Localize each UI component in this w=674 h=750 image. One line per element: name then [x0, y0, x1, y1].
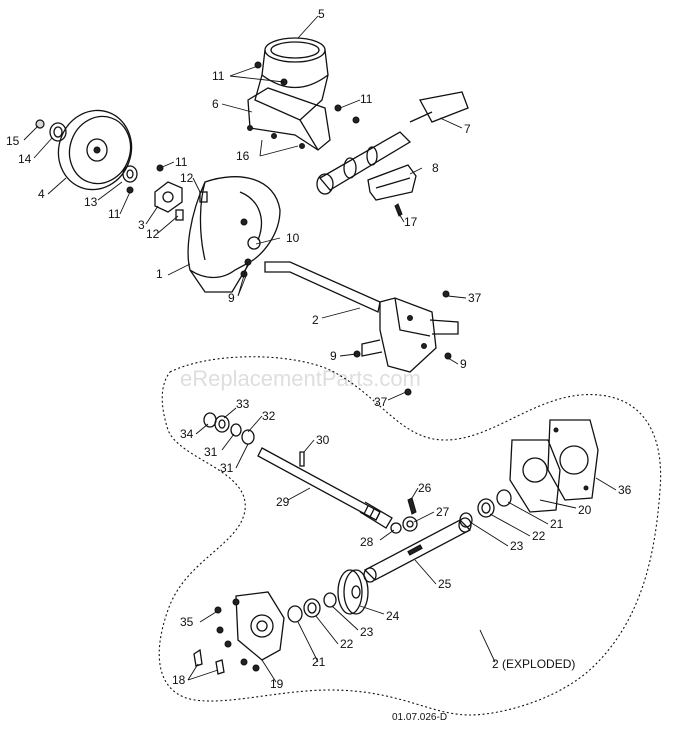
callout-33: 33 — [236, 397, 250, 411]
callout-26: 26 — [418, 481, 432, 495]
washer-34 — [203, 412, 217, 428]
callout-24: 24 — [386, 609, 400, 623]
bearing-22a — [477, 498, 495, 518]
callout-21: 21 — [550, 517, 564, 531]
bearing-13 — [122, 165, 138, 183]
auger-shaft-paddle — [316, 91, 469, 195]
callout-18: 18 — [172, 673, 186, 687]
callout-35: 35 — [180, 615, 194, 629]
callout-3: 3 — [138, 218, 145, 232]
bearing-14 — [49, 122, 67, 142]
callout-23: 23 — [360, 625, 374, 639]
callout-2-exploded: 2 (EXPLODED) — [492, 657, 575, 671]
drawing-number: 01.07.026-D — [392, 712, 447, 723]
callout-7: 7 — [464, 122, 471, 136]
callout-23: 23 — [510, 539, 524, 553]
callout-21: 21 — [312, 655, 326, 669]
watermark-text: eReplacementParts.com — [180, 366, 421, 391]
seal-21a — [496, 489, 512, 507]
callout-31: 31 — [220, 461, 234, 475]
washer-23a — [459, 512, 473, 528]
shaft-bracket — [367, 164, 417, 201]
bolts-35 — [214, 598, 260, 672]
pin-26 — [407, 497, 417, 515]
callout-27: 27 — [436, 505, 450, 519]
callout-9: 9 — [228, 291, 235, 305]
fittings-18 — [193, 648, 225, 675]
callout-16: 16 — [236, 149, 250, 163]
gearbox-half-36 — [547, 419, 599, 501]
callout-36: 36 — [618, 483, 632, 497]
callout-17: 17 — [404, 215, 418, 229]
gasket-20 — [509, 439, 561, 513]
callout-14: 14 — [18, 152, 32, 166]
seal-33 — [214, 415, 230, 433]
callout-10: 10 — [286, 231, 300, 245]
callout-8: 8 — [432, 161, 439, 175]
callout-37: 37 — [468, 291, 482, 305]
output-shaft — [363, 517, 472, 583]
callout-25: 25 — [438, 577, 452, 591]
callout-20: 20 — [578, 503, 592, 517]
callout-11: 11 — [175, 155, 188, 169]
callout-11: 11 — [360, 92, 373, 106]
callout-22: 22 — [532, 529, 546, 543]
callout-4: 4 — [38, 187, 45, 201]
callout-32: 32 — [262, 409, 276, 423]
seal-21b — [287, 605, 303, 623]
gearbox-half-19 — [235, 591, 285, 661]
key-30 — [299, 451, 305, 467]
callout-22: 22 — [340, 637, 354, 651]
callout-34: 34 — [180, 427, 194, 441]
worm-shaft — [257, 447, 393, 529]
callout-13: 13 — [84, 195, 98, 209]
auger-gearbox-assembly — [264, 261, 459, 373]
spacer-27 — [402, 516, 418, 532]
chute-adapter-ring — [254, 37, 329, 121]
callout-30: 30 — [316, 433, 330, 447]
callout-9: 9 — [330, 349, 337, 363]
callout-19: 19 — [270, 677, 284, 691]
callout-1: 1 — [156, 267, 163, 281]
callout-11: 11 — [212, 69, 225, 83]
bearing-flange — [154, 181, 183, 213]
pin-17 — [394, 203, 403, 217]
callout-15: 15 — [6, 134, 20, 148]
exploded-group-outline — [158, 356, 662, 716]
washer-28 — [390, 522, 402, 534]
bearing-22b — [303, 598, 321, 618]
callout-6: 6 — [212, 97, 219, 111]
callout-31: 31 — [204, 445, 218, 459]
callout-12: 12 — [180, 171, 194, 185]
callout-11: 11 — [108, 207, 121, 221]
chute-deflector — [247, 87, 331, 151]
callout-2: 2 — [312, 313, 319, 327]
pulley — [57, 109, 133, 191]
callout-37: 37 — [374, 395, 388, 409]
callout-9: 9 — [460, 357, 467, 371]
washer-31a — [230, 423, 242, 437]
callout-12: 12 — [146, 227, 160, 241]
leader-lines — [23, 15, 617, 683]
gear-24 — [337, 569, 369, 615]
callout-labels: 5 11 6 11 7 15 14 16 4 11 12 8 13 11 3 1… — [6, 7, 632, 691]
callout-5: 5 — [318, 7, 325, 21]
seal-32 — [241, 429, 255, 445]
callout-28: 28 — [360, 535, 374, 549]
hardware-bolts — [126, 61, 452, 396]
callout-29: 29 — [276, 495, 290, 509]
washer-23b — [323, 592, 337, 608]
auger-housing — [187, 176, 281, 293]
